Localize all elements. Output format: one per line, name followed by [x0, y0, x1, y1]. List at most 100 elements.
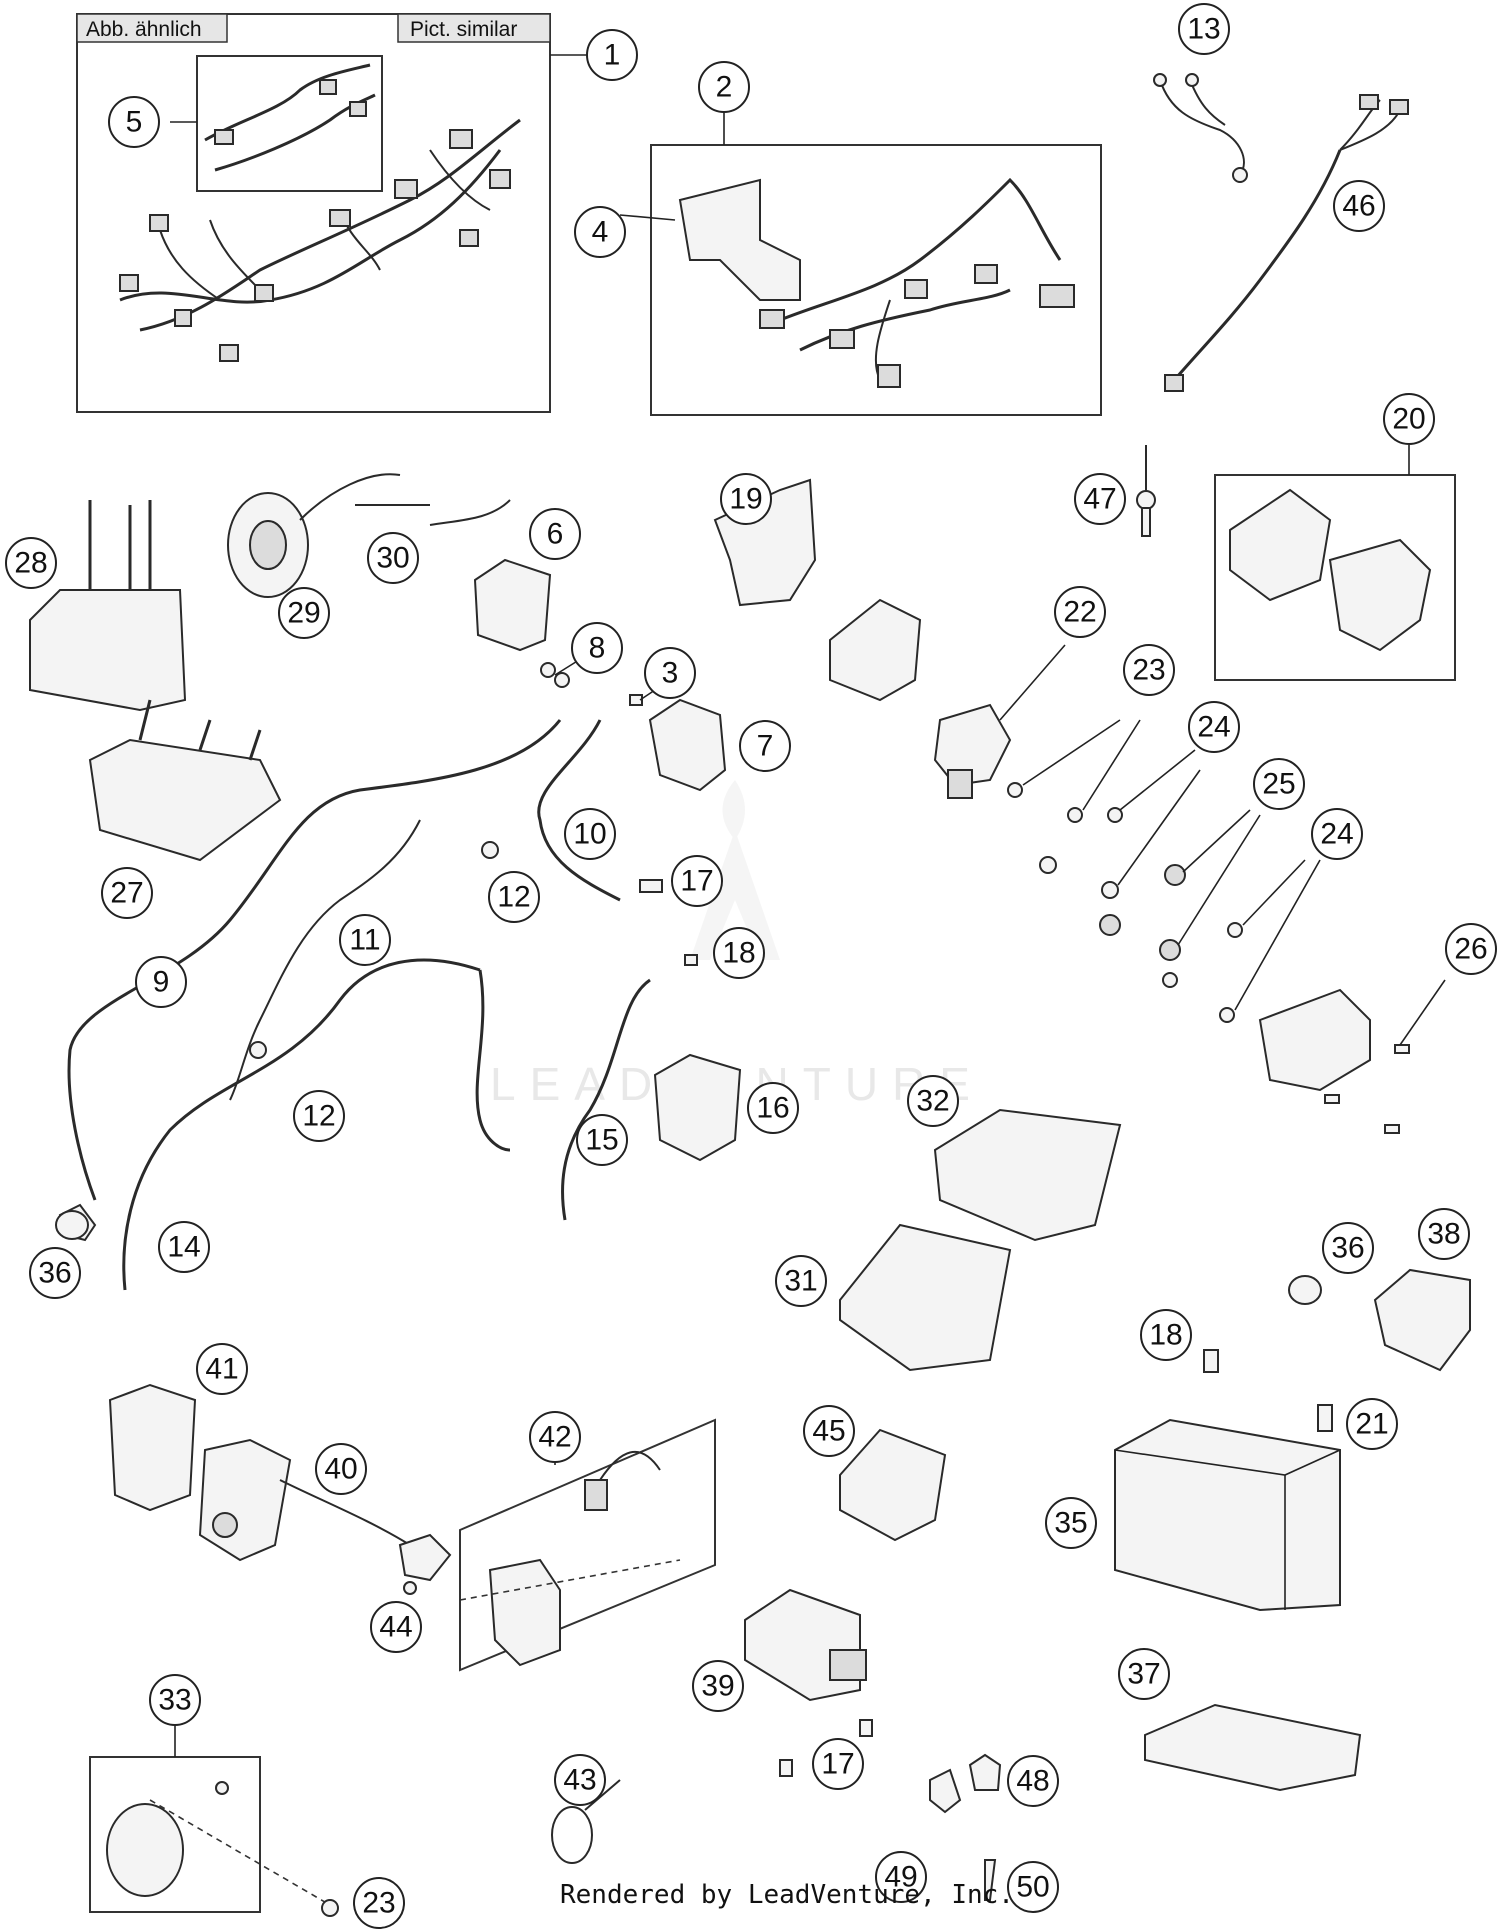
part-41-drawing [108, 1383, 197, 1512]
callout-49: 49 [875, 1851, 927, 1903]
callout-23: 23 [1123, 644, 1175, 696]
bolts-drawing [1203, 1349, 1333, 1432]
callout-47: 47 [1074, 473, 1126, 525]
svg-text:4: 4 [592, 216, 609, 249]
watermark-logo [690, 780, 780, 960]
svg-text:10: 10 [573, 818, 606, 851]
svg-text:8: 8 [589, 632, 606, 665]
callout-7: 7 [739, 720, 791, 772]
part-40-drawing [198, 1438, 411, 1562]
mount-22-drawing [829, 598, 1066, 799]
callout-46: 46 [1333, 180, 1385, 232]
callout-24b: 24 [1311, 808, 1363, 860]
svg-text:26: 26 [1454, 933, 1487, 966]
callout-38: 38 [1418, 1208, 1470, 1260]
part-44-drawing [398, 1533, 452, 1595]
callout-12b: 12 [293, 1090, 345, 1142]
svg-text:35: 35 [1054, 1507, 1087, 1540]
harness-13-drawing [1153, 73, 1248, 183]
callout-13: 13 [1178, 3, 1230, 55]
callout-24: 24 [1188, 701, 1240, 753]
part-38-drawing [1373, 1268, 1471, 1372]
svg-text:46: 46 [1342, 190, 1375, 223]
callout-17b: 17 [812, 1738, 864, 1790]
svg-text:33: 33 [158, 1684, 191, 1717]
callout-22: 22 [1054, 586, 1106, 638]
callout-37: 37 [1118, 1648, 1170, 1700]
svg-text:2: 2 [716, 71, 733, 104]
svg-text:14: 14 [167, 1231, 200, 1264]
svg-text:42: 42 [538, 1421, 571, 1454]
callouts: 1 2 3 4 5 6 7 8 9 10 11 12 12 13 14 15 1… [5, 3, 1497, 1929]
svg-text:36: 36 [1331, 1232, 1364, 1265]
callout-21: 21 [1346, 1398, 1398, 1450]
box-33 [89, 1724, 339, 1917]
svg-text:47: 47 [1083, 483, 1116, 516]
svg-text:44: 44 [379, 1611, 412, 1644]
callout-31: 31 [775, 1255, 827, 1307]
part-30-drawing [355, 499, 511, 526]
callout-48: 48 [1007, 1755, 1059, 1807]
sub-harness-5-drawing [204, 63, 376, 172]
svg-text:24: 24 [1197, 711, 1230, 744]
svg-text:16: 16 [756, 1092, 789, 1125]
svg-text:32: 32 [916, 1085, 949, 1118]
callout-29: 29 [278, 587, 330, 639]
part-28-drawing [29, 500, 187, 712]
front-harness-box [619, 110, 1102, 416]
svg-text:5: 5 [126, 106, 143, 139]
part-29-drawing [227, 473, 401, 598]
callout-50: 50 [1007, 1861, 1059, 1913]
callout-2: 2 [698, 61, 750, 113]
svg-text:19: 19 [729, 483, 762, 516]
callout-30: 30 [367, 532, 419, 584]
callout-11: 11 [339, 914, 391, 966]
svg-text:31: 31 [784, 1265, 817, 1298]
svg-text:6: 6 [547, 518, 564, 551]
callout-3: 3 [644, 647, 696, 699]
svg-text:17: 17 [821, 1748, 854, 1781]
svg-text:27: 27 [110, 877, 143, 910]
ecu-31-drawing [839, 1223, 1012, 1372]
callout-9: 9 [135, 956, 187, 1008]
footer-credit: Rendered by LeadVenture, Inc. [560, 1880, 1014, 1910]
callout-36b: 36 [1322, 1222, 1374, 1274]
svg-text:45: 45 [812, 1415, 845, 1448]
callout-45: 45 [803, 1405, 855, 1457]
svg-text:24: 24 [1320, 818, 1353, 851]
callout-39: 39 [692, 1660, 744, 1712]
callout-18: 18 [713, 927, 765, 979]
svg-text:9: 9 [153, 966, 170, 999]
svg-text:38: 38 [1427, 1218, 1460, 1251]
svg-text:20: 20 [1392, 403, 1425, 436]
callout-20: 20 [1383, 393, 1435, 445]
svg-text:39: 39 [701, 1670, 734, 1703]
part-39-drawing [744, 1588, 873, 1777]
callout-14: 14 [158, 1221, 210, 1273]
harness-46-drawing [1164, 94, 1409, 392]
callout-35: 35 [1045, 1497, 1097, 1549]
module-26-drawing [1258, 979, 1446, 1134]
callout-28: 28 [5, 537, 57, 589]
relay-6-drawing [473, 558, 552, 652]
svg-text:36: 36 [38, 1257, 71, 1290]
callout-27: 27 [101, 867, 153, 919]
part-27-drawing [88, 699, 282, 862]
svg-text:41: 41 [205, 1353, 238, 1386]
callout-40: 40 [315, 1443, 367, 1495]
callout-15: 15 [576, 1114, 628, 1166]
callout-8: 8 [571, 622, 623, 674]
tab-label-right: Pict. similar [410, 18, 517, 41]
callout-10: 10 [564, 808, 616, 860]
cap-36-right [1288, 1275, 1322, 1305]
svg-text:49: 49 [884, 1861, 917, 1894]
callout-16: 16 [747, 1082, 799, 1134]
svg-text:22: 22 [1063, 596, 1096, 629]
svg-text:3: 3 [662, 657, 679, 690]
callout-6: 6 [529, 508, 581, 560]
cap-36-left [55, 1210, 89, 1240]
box-20 [1214, 445, 1456, 681]
part-45-drawing [839, 1428, 947, 1542]
callout-1: 1 [586, 29, 638, 81]
